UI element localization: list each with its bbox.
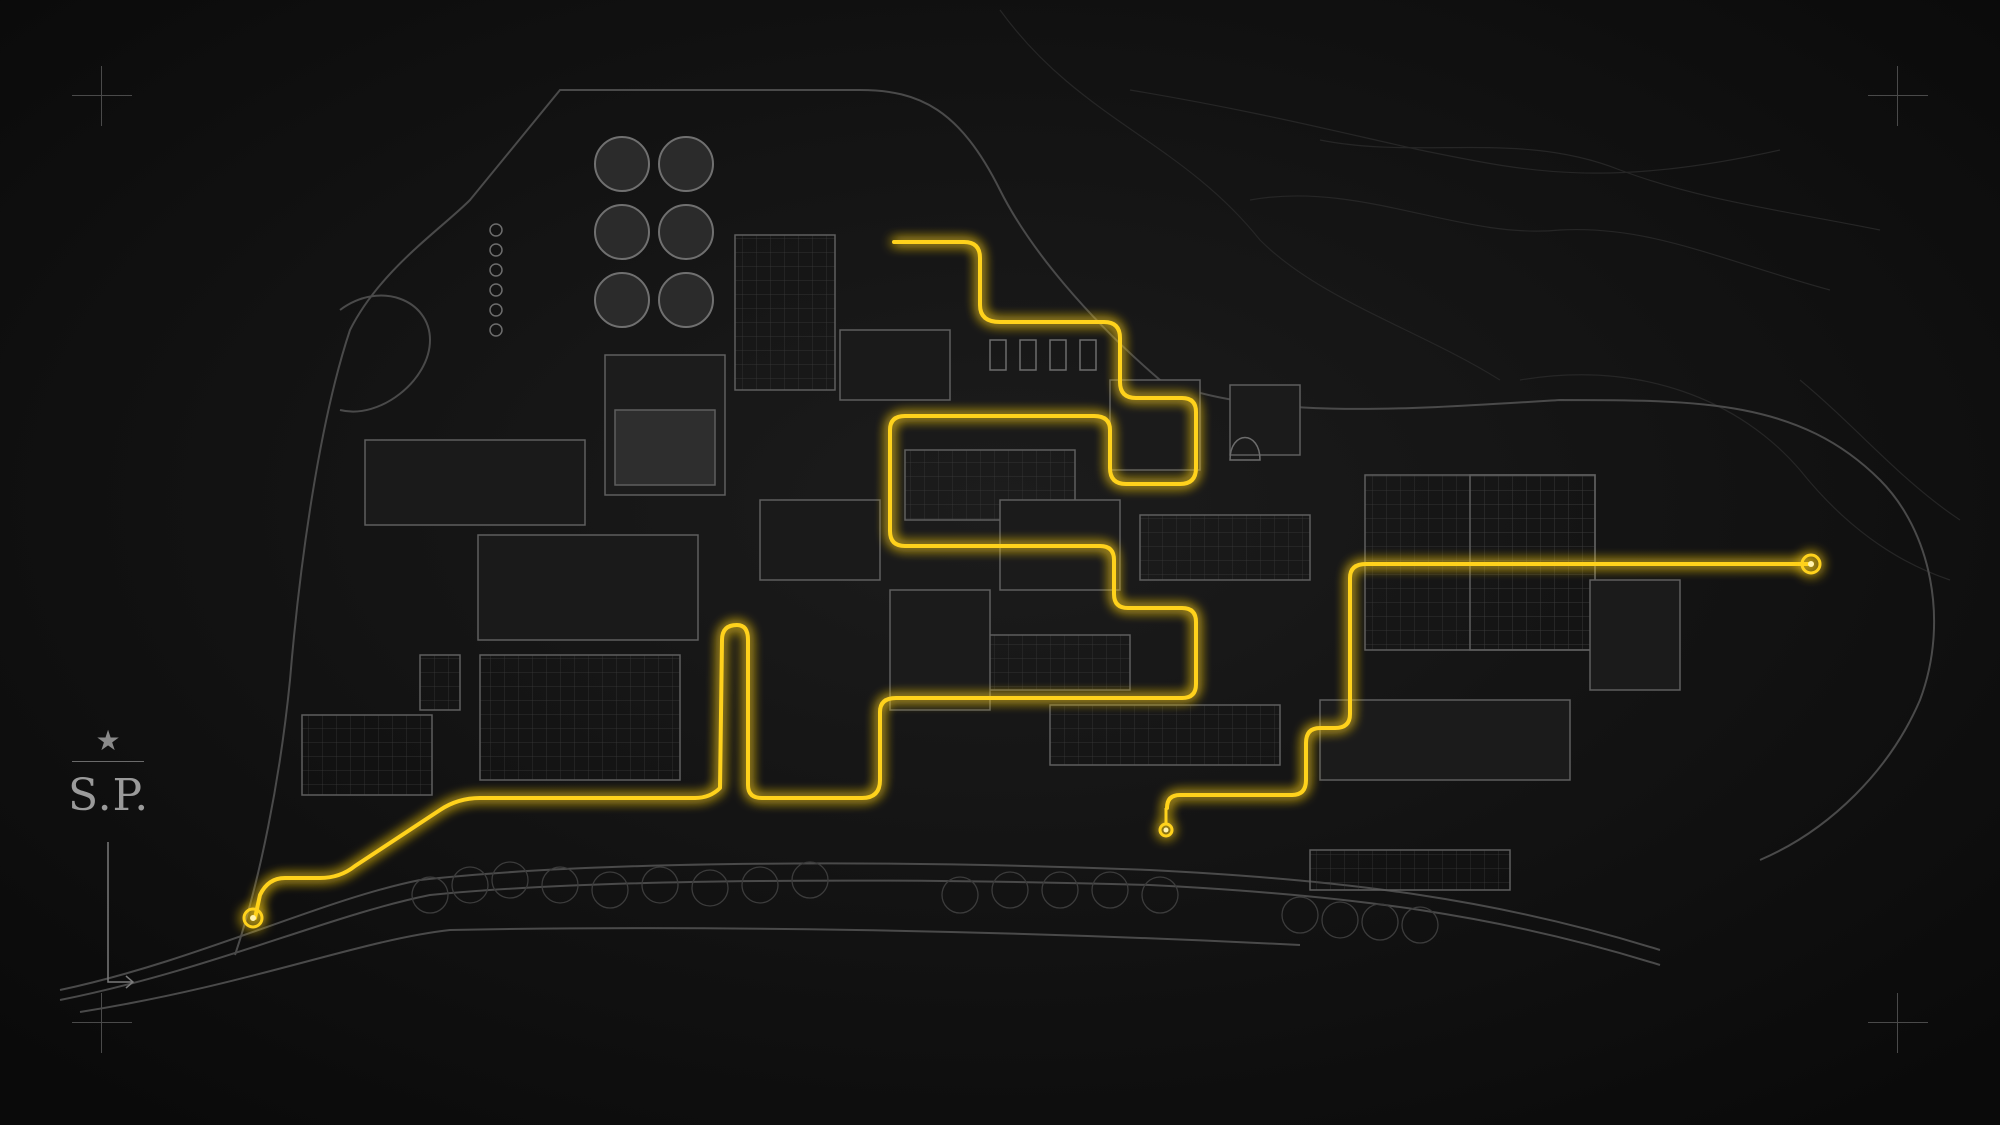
pump-stations xyxy=(489,223,1261,461)
highlighted-route xyxy=(253,240,1814,920)
star-icon: ★ xyxy=(95,724,121,757)
site-boundary xyxy=(59,89,1936,1013)
brand-mark: S.P. xyxy=(68,770,150,821)
corner-crosshair-bottom-right xyxy=(1868,993,1928,1053)
route-markers xyxy=(242,553,1822,929)
brand-divider xyxy=(72,761,144,762)
corner-crosshair-bottom-left xyxy=(72,993,132,1053)
brand-logo: ★ S.P. xyxy=(68,727,148,820)
route-start-marker-icon xyxy=(242,907,264,929)
storage-tanks xyxy=(594,136,714,328)
corner-crosshair-top-right xyxy=(1868,66,1928,126)
terrain-contours xyxy=(999,9,1961,581)
down-right-arrow-icon xyxy=(107,842,135,989)
route-end-marker-icon xyxy=(1800,553,1822,575)
tree-line xyxy=(411,861,1439,944)
corner-crosshair-top-left xyxy=(72,66,132,126)
